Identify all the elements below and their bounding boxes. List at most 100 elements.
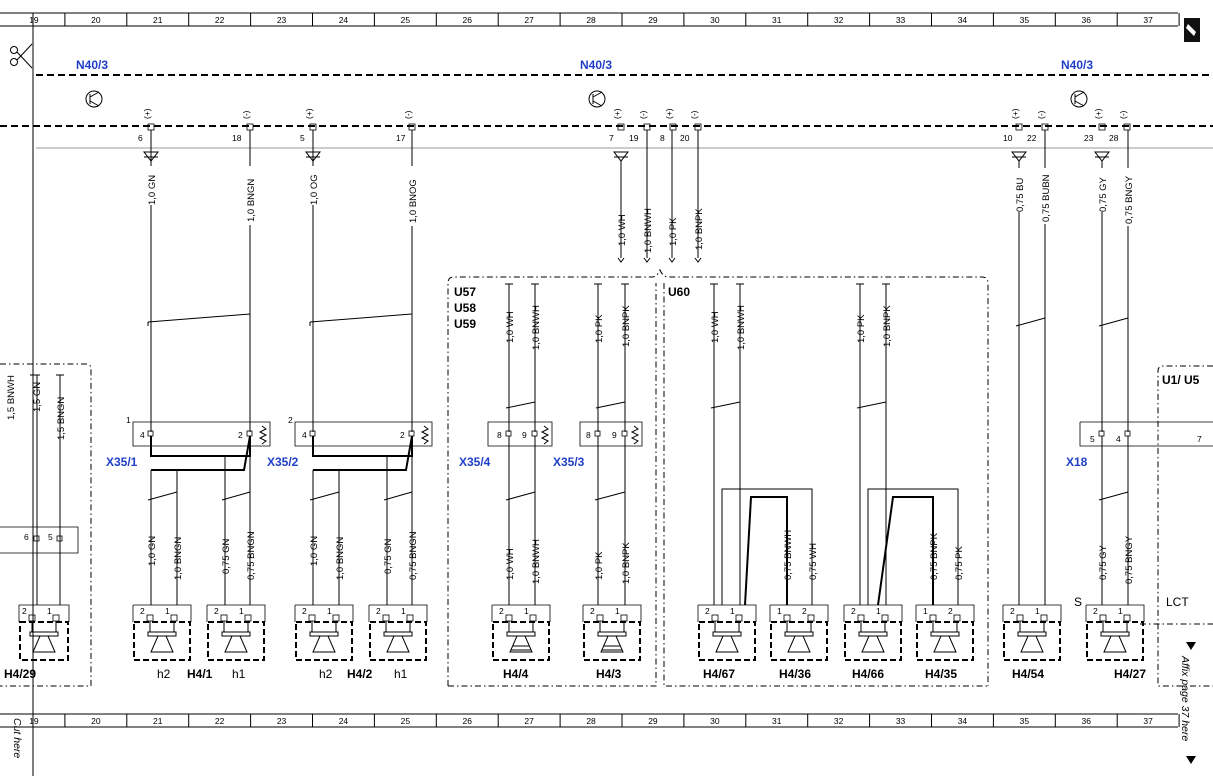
svg-text:1: 1: [165, 606, 170, 616]
group-label-u59: U59: [454, 317, 476, 331]
grid-number: 23: [277, 716, 287, 726]
wire-label-0-75-bu: 0,75 BU: [1015, 178, 1026, 212]
wire-label-1-0-bnwh: 1,0 BNWH: [736, 305, 747, 350]
wire-label-0-75-bnwh: 0,75 BNWH: [783, 530, 794, 580]
wire-group-h4-4: [505, 283, 629, 432]
svg-text:2: 2: [851, 606, 856, 616]
group-label-u1-u5: U1/ U5: [1162, 373, 1200, 387]
grid-number: 24: [339, 15, 349, 25]
wire-label-1-0-wh: 1,0 WH: [710, 311, 721, 343]
svg-text:19: 19: [629, 133, 639, 143]
grid-number: 23: [277, 15, 287, 25]
wire-label-0-75-bngn: 0,75 BNGN: [408, 531, 419, 580]
grid-number: 20: [91, 716, 101, 726]
grid-number: 22: [215, 15, 225, 25]
svg-text:(+): (+): [142, 108, 152, 119]
svg-text:2: 2: [802, 606, 807, 616]
svg-text:2: 2: [499, 606, 504, 616]
grid-number: 37: [1143, 15, 1153, 25]
svg-text:4: 4: [1116, 434, 1121, 444]
grid-number: 25: [401, 15, 411, 25]
grid-number: 36: [1082, 15, 1092, 25]
label-s: S: [1074, 595, 1082, 609]
wire-label-0-75-gy: 0,75 GY: [1098, 176, 1109, 212]
triangle-marker-icon: [1186, 756, 1196, 764]
grid-number: 20: [91, 15, 101, 25]
wire-group-x18: [1098, 130, 1129, 432]
grid-number: 37: [1143, 716, 1153, 726]
svg-text:28: 28: [1109, 133, 1119, 143]
wire-label-0-75-wh: 0,75 WH: [808, 543, 819, 580]
grid-number: 29: [648, 15, 658, 25]
svg-text:17: 17: [396, 133, 406, 143]
svg-text:1: 1: [1035, 606, 1040, 616]
wire-label-1-0-bngn: 1,0 BNGN: [335, 537, 346, 580]
grid-number: 19: [29, 716, 39, 726]
svg-text:9: 9: [522, 430, 527, 440]
speaker-label-h4-3: H4/3: [596, 667, 622, 681]
svg-text:2: 2: [705, 606, 710, 616]
grid-number: 36: [1082, 716, 1092, 726]
wire-label-0-75-bngy: 0,75 BNGY: [1124, 535, 1135, 584]
svg-text:2: 2: [400, 430, 405, 440]
svg-text:2: 2: [214, 606, 219, 616]
wire-label-1-0-wh: 1,0 WH: [505, 548, 516, 580]
grid-number: 34: [958, 716, 968, 726]
wire-label-1-0-bngn: 1,0 BNGN: [173, 537, 184, 580]
wire-label-1-5-bnwh: 1,5 BNWH: [6, 375, 17, 420]
wire-group-u60: [710, 283, 959, 606]
transistor-icon: [1070, 90, 1088, 108]
module-n40-3-left: N40/3: [76, 58, 108, 72]
wire-label-1-0-bngn: 1,0 BNGN: [246, 179, 257, 222]
triangle-marker-icon: [1186, 642, 1196, 650]
bottom-grid-bar: [0, 713, 1178, 728]
connector-x35-4: 8 9: [487, 421, 553, 447]
wire-label-0-75-bubn: 0,75 BUBN: [1041, 174, 1052, 222]
wire-label-1-0-gn: 1,0 GN: [147, 536, 158, 566]
svg-text:5: 5: [300, 133, 305, 143]
connector-x35-2: 2 4 2: [288, 415, 433, 471]
svg-text:23: 23: [1084, 133, 1094, 143]
speaker-label-h4-1: H4/1: [187, 667, 213, 681]
grid-number: 33: [896, 15, 906, 25]
svg-text:(-): (-): [403, 110, 413, 119]
svg-text:6: 6: [138, 133, 143, 143]
connector-label-x35-4: X35/4: [459, 455, 491, 469]
wire-label-1-0-bnwh: 1,0 BNWH: [531, 539, 542, 584]
wire-label-1-0-gn: 1,0 GN: [309, 536, 320, 566]
speaker-label-h4-36: H4/36: [779, 667, 811, 681]
wire-label-1-0-bnpk: 1,0 BNPK: [882, 305, 893, 347]
wire-label-0-75-gy: 0,75 GY: [1098, 544, 1109, 580]
svg-text:2: 2: [1093, 606, 1098, 616]
group-label-u58: U58: [454, 301, 476, 315]
speaker-label-h4-4: H4/4: [503, 667, 529, 681]
wire-label-1-0-bnwh: 1,0 BNWH: [531, 305, 542, 350]
svg-text:8: 8: [660, 133, 665, 143]
group-label-u57: U57: [454, 285, 476, 299]
svg-text:2: 2: [590, 606, 595, 616]
svg-text:7: 7: [1197, 434, 1202, 444]
speaker-label-h4-67: H4/67: [703, 667, 735, 681]
connector-label-x18: X18: [1066, 455, 1088, 469]
lower-wires-h4-2: [309, 456, 413, 605]
wire-label-1-0-pk: 1,0 PK: [594, 551, 605, 580]
svg-text:(-): (-): [689, 110, 699, 119]
svg-text:1: 1: [615, 606, 620, 616]
wire-label-0-75-pk: 0,75 PK: [954, 546, 965, 580]
grid-number: 33: [896, 716, 906, 726]
wire-label-1-0-og: 1,0 OG: [309, 174, 320, 205]
connector-x35-1: 1 4 2: [126, 415, 271, 471]
svg-text:(+): (+): [1010, 108, 1020, 119]
speaker-label-h4-27: H4/27: [1114, 667, 1146, 681]
connector-x18: 5 4 7: [1079, 421, 1213, 447]
grid-number: 31: [772, 15, 782, 25]
speaker-sub-h1: h1: [232, 667, 246, 681]
